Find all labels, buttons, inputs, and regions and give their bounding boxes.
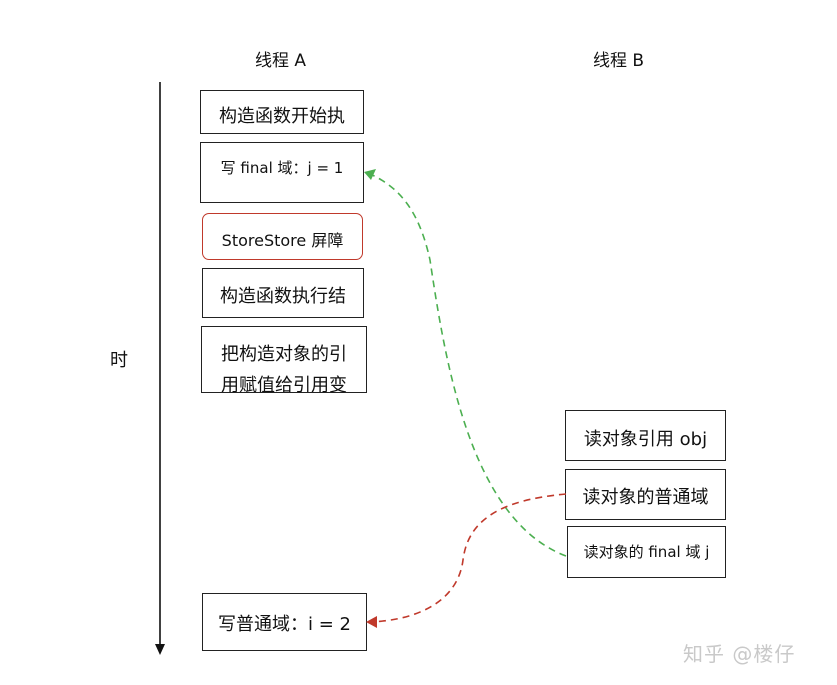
time-axis-label: 时 bbox=[110, 350, 128, 371]
thread-b-header: 线程 B bbox=[593, 51, 645, 71]
write-normal-box: 写普通域：i = 2 bbox=[202, 593, 367, 651]
constructor-start-box: 构造函数开始执 bbox=[200, 90, 364, 134]
write-final-text: 写 final 域：j = 1 bbox=[220, 159, 344, 177]
read-normal-box: 读对象的普通域 bbox=[565, 469, 726, 520]
read-reference-box: 读对象引用 obj bbox=[565, 410, 726, 461]
write-normal-text: 写普通域：i = 2 bbox=[218, 614, 351, 635]
write-final-box: 写 final 域：j = 1 bbox=[200, 142, 364, 203]
read-normal-text: 读对象的普通域 bbox=[582, 487, 709, 508]
normal-field-dependency-arrow bbox=[369, 493, 567, 623]
final-field-dependency-arrow bbox=[367, 172, 567, 557]
read-final-box: 读对象的 final 域 j bbox=[567, 526, 726, 578]
storestore-barrier-text: StoreStore 屏障 bbox=[221, 231, 344, 250]
thread-a-header: 线程 A bbox=[255, 51, 307, 71]
watermark-text: 知乎 @楼仔 bbox=[683, 642, 796, 666]
constructor-end-box: 构造函数执行结 bbox=[202, 268, 364, 318]
assign-reference-line1: 把构造对象的引 bbox=[221, 344, 347, 365]
normal-arrowhead bbox=[366, 616, 377, 628]
assign-reference-box: 把构造对象的引 用赋值给引用变 bbox=[201, 326, 367, 393]
final-arrowhead bbox=[364, 169, 376, 180]
read-reference-text: 读对象引用 obj bbox=[583, 429, 708, 450]
time-axis-arrowhead bbox=[155, 644, 165, 655]
assign-reference-line2: 用赋值给引用变 bbox=[221, 375, 347, 393]
storestore-barrier-box: StoreStore 屏障 bbox=[202, 213, 363, 260]
constructor-end-text: 构造函数执行结 bbox=[220, 286, 346, 307]
constructor-start-text: 构造函数开始执 bbox=[219, 106, 345, 127]
read-final-text: 读对象的 final 域 j bbox=[583, 543, 710, 561]
